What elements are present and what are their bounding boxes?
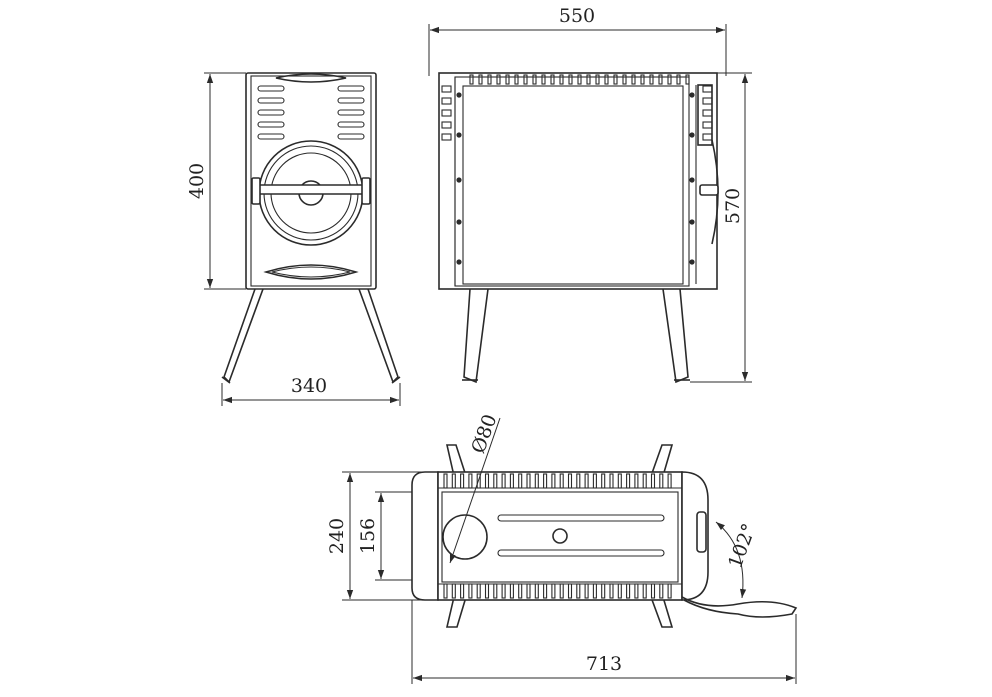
side-fin [505,74,510,85]
side-fin [469,74,474,85]
side-slot [702,121,713,129]
bolt [689,92,695,98]
bolt [689,177,695,183]
side-slot [441,121,452,129]
side-fin [604,74,609,85]
side-fin [640,74,645,85]
side-slot [441,85,452,93]
front-door-latch-bar [252,184,370,195]
side-fin [514,74,519,85]
dim-550-label: 550 [559,5,595,27]
top-rear-cap [681,471,709,601]
front-vent-slots [257,85,365,140]
dim-340-label: 340 [291,375,327,397]
bolt [689,132,695,138]
side-fin [658,74,663,85]
front-ash-slot [263,264,359,280]
side-body [438,72,718,290]
side-fin [487,74,492,85]
bolt [456,132,462,138]
side-slot [441,109,452,117]
front-round-door [251,140,371,246]
dim-570-label: 570 [722,188,744,224]
bolt [456,177,462,183]
side-fin [577,74,582,85]
side-fin [595,74,600,85]
front-top-slot [275,73,347,83]
side-top-fins [469,74,690,85]
bolt [456,259,462,265]
front-view [221,72,401,384]
dim-102-arc [715,521,747,599]
top-fins [438,473,682,599]
side-fin [649,74,654,85]
side-fin [613,74,618,85]
side-slot [702,133,713,141]
side-fin [559,74,564,85]
side-fin [631,74,636,85]
side-slot [441,97,452,105]
side-slot [441,133,452,141]
dim-o80-label: Ø80 [467,412,501,457]
top-open-door [681,596,798,618]
side-fin [541,74,546,85]
top-front-cap [411,471,439,601]
side-bolts [456,92,695,265]
top-view [411,444,798,628]
side-slot [702,109,713,117]
top-pipe-hole [442,514,488,560]
side-fin [550,74,555,85]
dim-400-label: 400 [186,163,208,199]
dim-o80-leader [449,417,501,564]
side-fin [523,74,528,85]
side-slot [702,85,713,93]
top-rear-handle [696,511,707,553]
front-leg-right [358,288,399,384]
dim-156-label: 156 [357,518,379,554]
top-foot-br [649,596,674,628]
side-leg-right [662,288,689,384]
bolt [456,219,462,225]
front-body-inner [250,75,372,287]
side-fin [685,74,690,85]
top-slot-upper [497,514,665,522]
side-leg-left [463,288,489,384]
side-right-slots [702,85,713,141]
side-fin [496,74,501,85]
dim-240-label: 240 [326,518,348,554]
side-fin [622,74,627,85]
side-slot [702,97,713,105]
top-slot-lower [497,549,665,557]
bolt [689,219,695,225]
bolt [689,259,695,265]
bolt [456,92,462,98]
top-inner-panel [441,491,679,583]
side-fin [478,74,483,85]
side-fin [667,74,672,85]
side-fin [586,74,591,85]
side-view [438,72,719,384]
top-foot-bl [445,596,468,628]
top-center-hole [552,528,568,544]
dim-713-label: 713 [586,653,622,675]
side-panel [454,76,690,287]
front-leg-left [223,288,264,384]
side-fin [532,74,537,85]
side-left-slots [441,85,452,141]
side-door-profile [695,84,719,284]
dim-102-label: 102° [724,521,760,572]
front-body [245,72,377,290]
dimension-lines [204,24,797,684]
side-fin [676,74,681,85]
side-fin [568,74,573,85]
